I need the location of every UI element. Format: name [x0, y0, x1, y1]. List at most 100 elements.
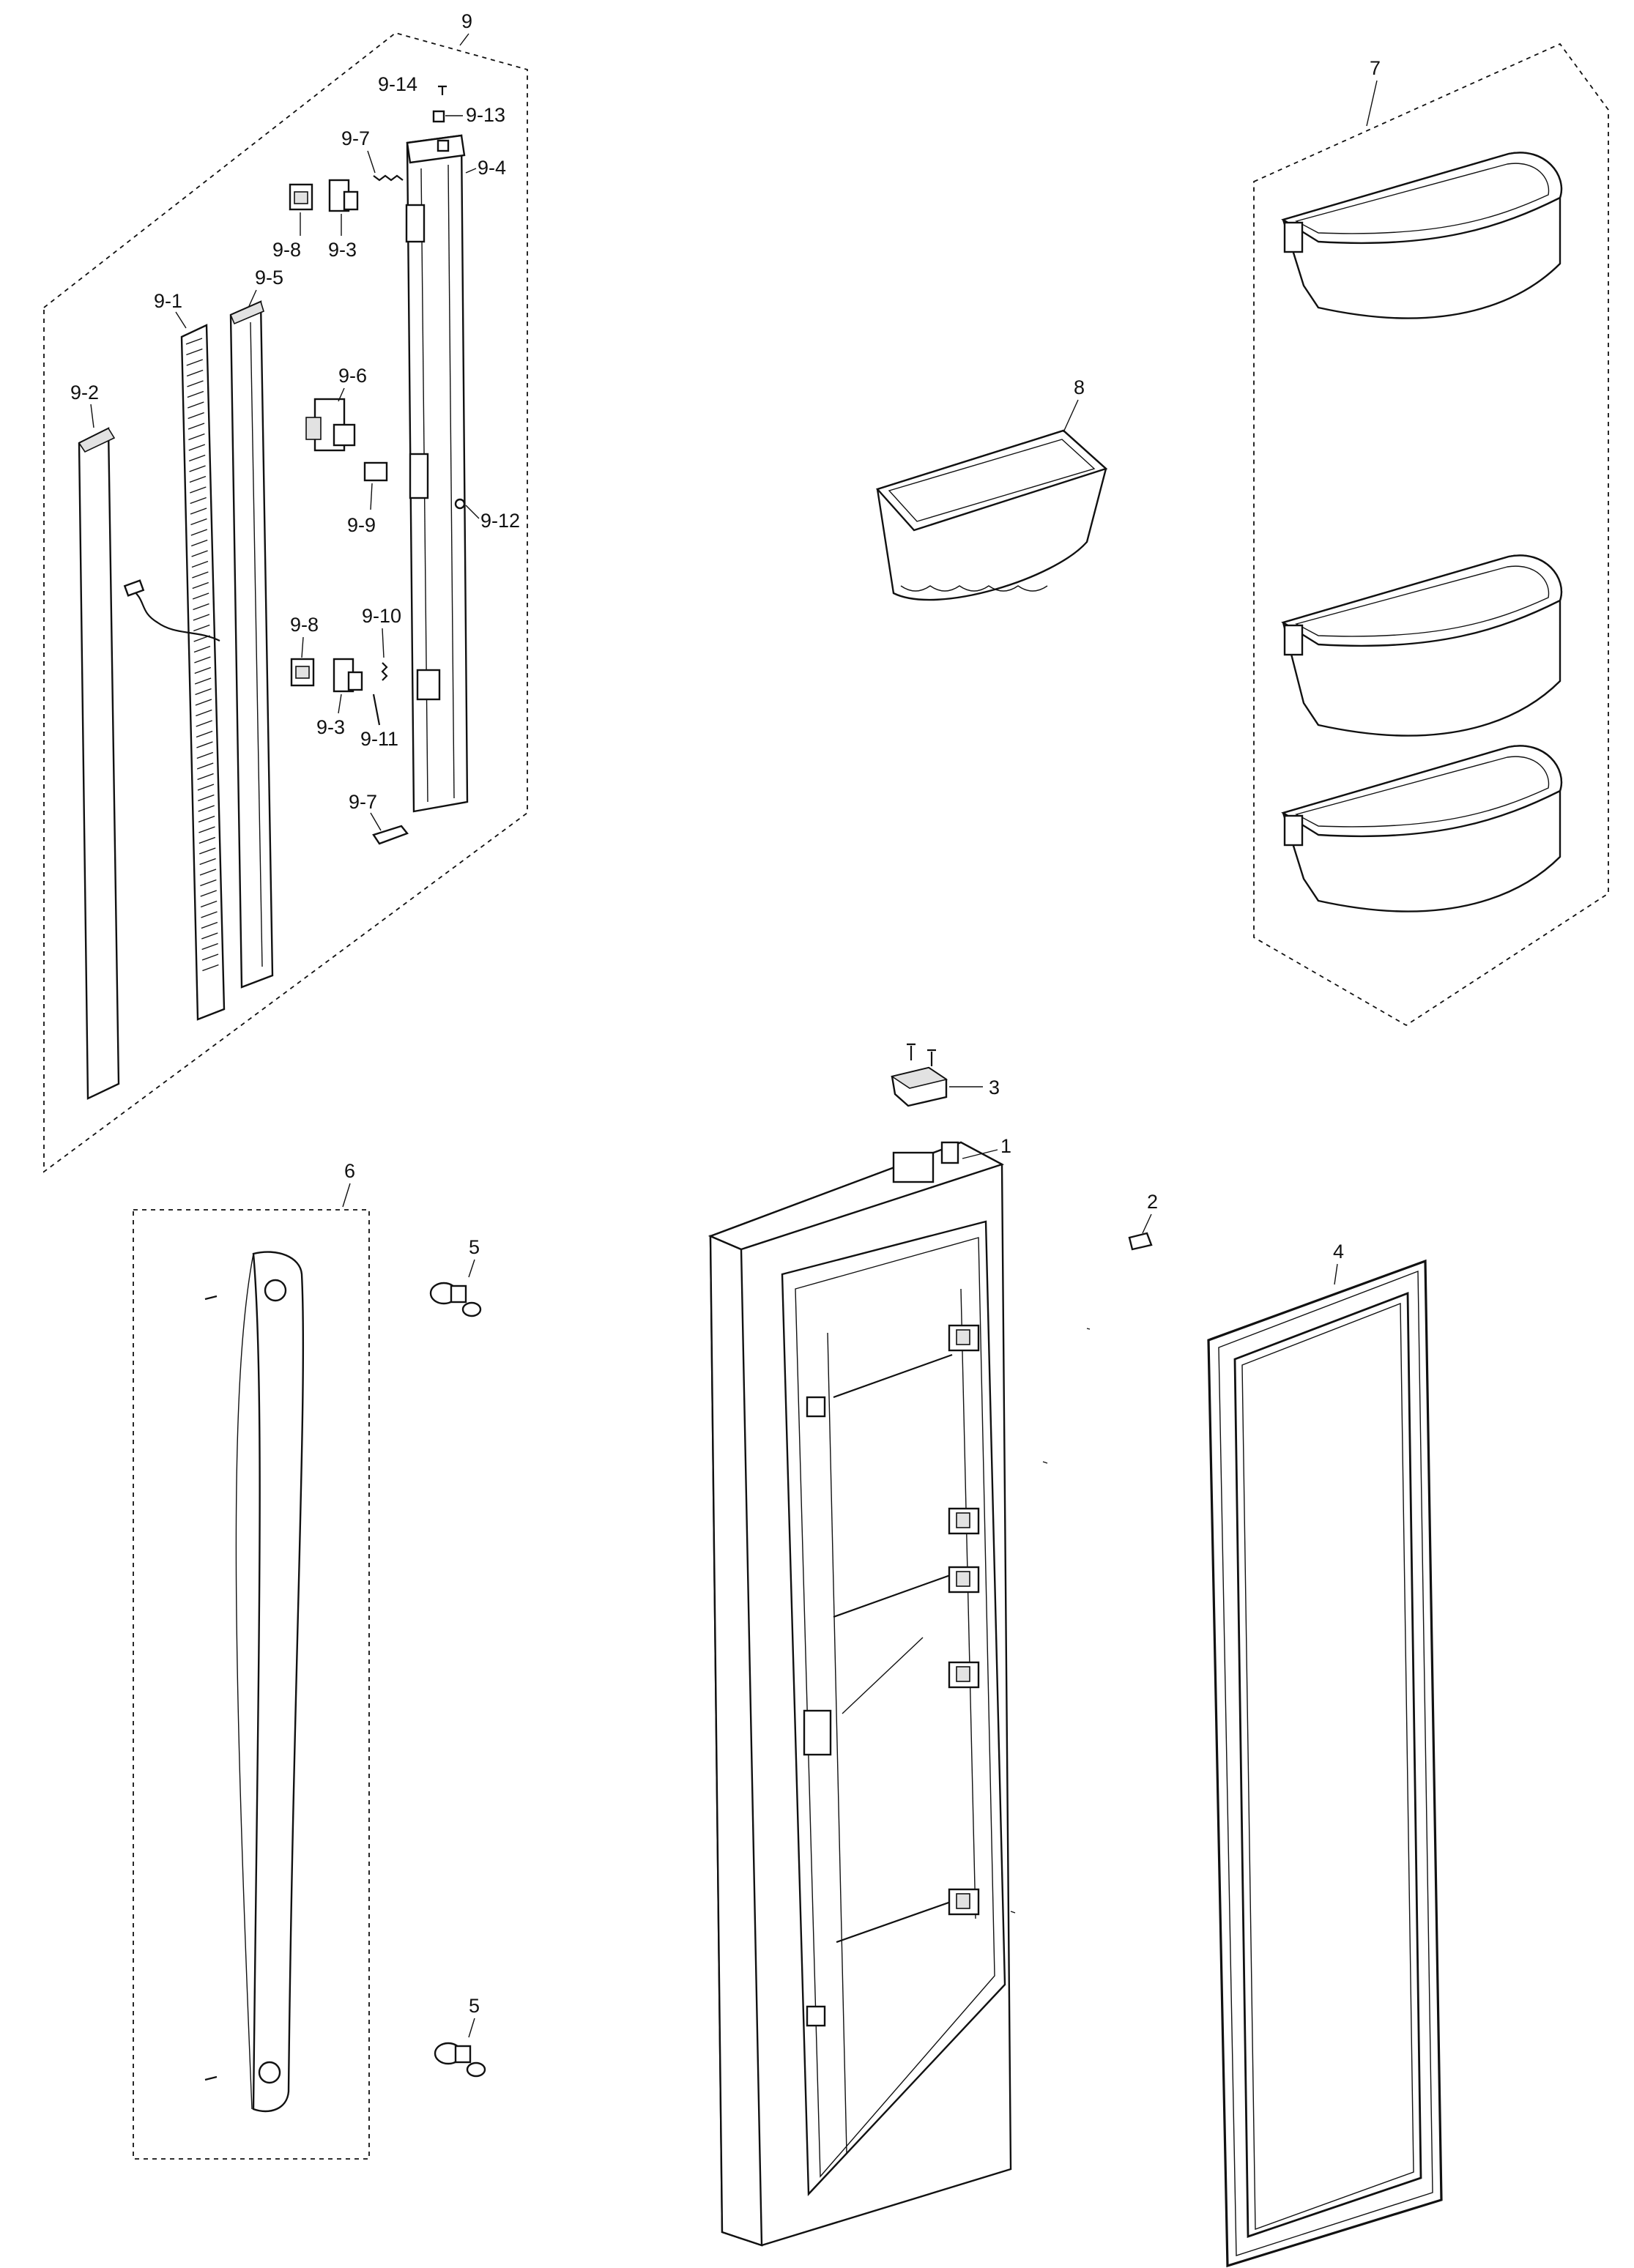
vent-slot: [193, 603, 209, 611]
vent-slot: [190, 539, 208, 547]
vent-slot: [194, 666, 212, 674]
vent-slot: [196, 709, 212, 717]
label-9-7-top: 9-7: [341, 127, 370, 149]
vent-slot: [186, 348, 203, 356]
vent-slot: [201, 942, 218, 951]
vent-slot: [193, 624, 210, 632]
part-9-1-vent-panel: [180, 324, 226, 1021]
part-7-door-bin: [1281, 152, 1562, 319]
wire-harness: [123, 579, 220, 642]
part-9-8-clip-top: [289, 183, 313, 211]
part-4-door-gasket: [1207, 1259, 1443, 2268]
vent-slot: [187, 390, 204, 398]
part-5-handle-stud-bottom: [434, 2042, 486, 2078]
vent-slot: [186, 369, 204, 377]
vent-slot: [192, 592, 209, 600]
vent-slot: [190, 507, 207, 515]
part-8-small-bin: [875, 429, 1108, 601]
label-9-13: 9-13: [466, 104, 505, 126]
label-4: 4: [1333, 1241, 1344, 1263]
label-9-4: 9-4: [478, 157, 506, 179]
vent-slot: [189, 475, 207, 483]
part-9-2-trim-strip: [78, 427, 120, 1100]
liner-clip-face: [956, 1512, 970, 1528]
part-9-10-spring: [381, 662, 388, 681]
part-9-12-pin: [454, 498, 466, 510]
vent-slot: [193, 645, 211, 653]
liner-clip-face: [956, 1666, 970, 1682]
vent-slot: [197, 773, 214, 781]
label-7: 7: [1370, 57, 1381, 79]
part-5-handle-stud-top: [429, 1282, 482, 1317]
liner-clip-face: [956, 1329, 970, 1345]
vent-slot: [199, 847, 216, 855]
vent-slot: [190, 529, 208, 536]
label-9-5: 9-5: [255, 267, 283, 289]
label-9: 9: [461, 10, 472, 32]
vent-slot: [197, 784, 215, 791]
label-9-8-top: 9-8: [272, 239, 301, 261]
part-9-3-hinge-top: [328, 179, 359, 212]
part-3-hinge-cover: [891, 1043, 948, 1107]
label-9-8-bottom: 9-8: [290, 614, 319, 636]
label-9-14: 9-14: [378, 73, 417, 95]
part-9-14-screw: [438, 85, 447, 95]
vent-slot: [201, 932, 218, 940]
vent-slot: [194, 677, 212, 685]
liner-clip-face: [956, 1571, 970, 1587]
part-9-3-hinge-bottom: [333, 658, 363, 693]
part-9-4-cap-channel: [405, 134, 469, 813]
vent-slot: [185, 338, 203, 345]
vent-slot: [200, 879, 217, 887]
group-7-dashed-boundary: [1253, 42, 1609, 1027]
label-9-1: 9-1: [154, 290, 182, 312]
vent-slot: [187, 401, 204, 409]
part-7-door-bin: [1281, 745, 1562, 912]
part-2-plug: [1128, 1232, 1153, 1251]
vent-slot: [199, 869, 217, 876]
part-9-13-cap: [432, 110, 445, 123]
label-9-3-bottom: 9-3: [316, 716, 345, 738]
group-9-dashed-boundary: [43, 32, 528, 1173]
vent-slot: [186, 359, 203, 366]
vent-slot: [195, 688, 212, 696]
vent-slot: [190, 518, 207, 526]
vent-slot: [201, 921, 218, 929]
label-9-9: 9-9: [347, 514, 376, 536]
vent-slot: [188, 444, 206, 451]
label-5-bottom: 5: [469, 1995, 480, 2017]
part-9-9-block: [363, 461, 388, 482]
vent-slot: [199, 858, 216, 866]
vent-slot: [201, 911, 218, 918]
vent-slot: [198, 836, 216, 844]
label-9-2: 9-2: [70, 382, 99, 404]
vent-slot: [187, 380, 204, 387]
vent-slot: [187, 423, 205, 430]
vent-slot: [202, 964, 219, 972]
vent-slot: [196, 720, 212, 727]
part-9-5-bracket: [229, 300, 274, 989]
label-9-10: 9-10: [362, 605, 401, 627]
part-9-11-rod: [372, 694, 381, 726]
vent-slot: [191, 550, 208, 557]
vent-slot: [198, 826, 215, 833]
label-5-top: 5: [469, 1236, 480, 1258]
vent-slot: [196, 762, 214, 770]
part-7-door-bin: [1281, 554, 1562, 737]
label-3: 3: [989, 1077, 1000, 1098]
label-1: 1: [1000, 1135, 1011, 1157]
vent-slot: [194, 656, 211, 663]
part-9-6-lock: [305, 398, 356, 452]
vent-slot: [196, 741, 213, 748]
vent-slot: [201, 953, 219, 961]
vent-slot: [190, 486, 207, 494]
group-6-dashed-boundary: [133, 1209, 370, 2160]
label-9-6: 9-6: [338, 365, 367, 387]
vent-slot: [188, 433, 205, 441]
part-1-door-liner: [708, 1141, 1012, 2247]
vent-slot: [198, 815, 215, 823]
vent-slot: [189, 465, 206, 472]
vent-slot: [190, 497, 207, 505]
label-9-11: 9-11: [360, 728, 398, 750]
